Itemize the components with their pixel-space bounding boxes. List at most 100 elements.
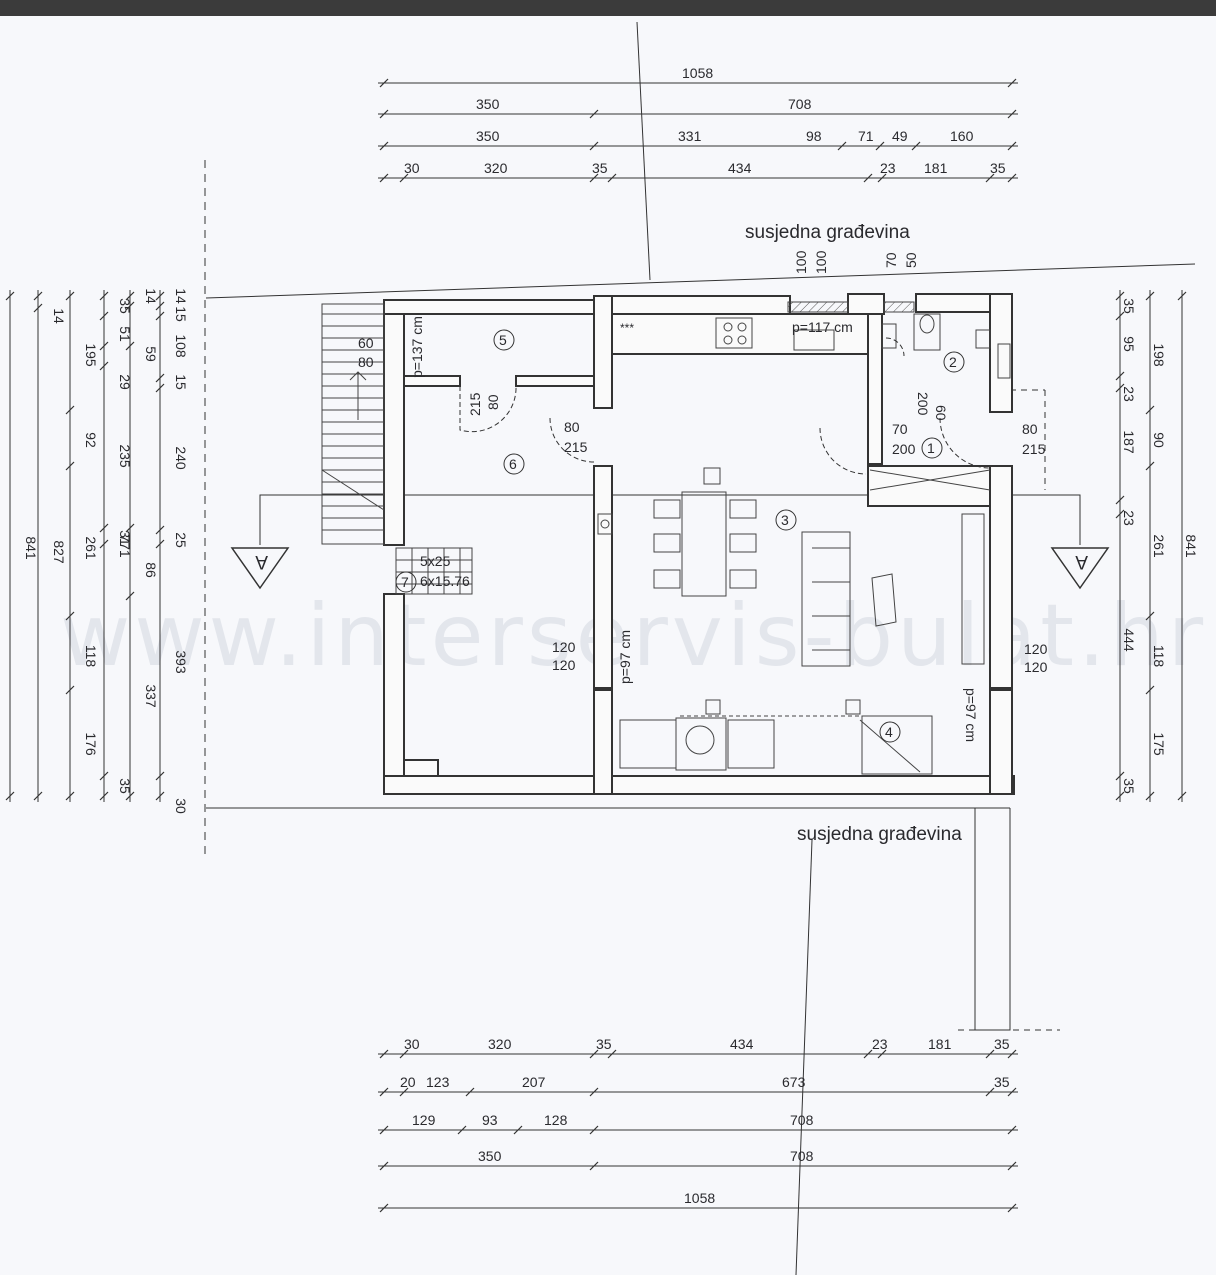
window-note-3: p=97 cm xyxy=(617,630,633,684)
dimension-label-v6-2: 23 xyxy=(1121,386,1137,402)
dimension-label-h7-0: 350 xyxy=(478,1148,502,1164)
dimension-label-v3-1: 51 xyxy=(117,326,133,342)
dimension-label-h3-3: 434 xyxy=(728,160,752,176)
dimension-label-h8-0: 1058 xyxy=(684,1190,715,1206)
dimension-label-v5-1: 15 xyxy=(173,306,189,322)
dimension-label-v5-2: 108 xyxy=(173,334,189,358)
dimension-label-h5-3: 673 xyxy=(782,1074,806,1090)
dimension-label-v2-1: 92 xyxy=(83,432,99,448)
dimension-label-v0-0: 841 xyxy=(23,536,39,560)
window-note-2: p=117 cm xyxy=(792,319,853,335)
dimension-label-v2-4: 176 xyxy=(83,732,99,756)
svg-text:5: 5 xyxy=(499,332,507,348)
svg-text:100: 100 xyxy=(793,250,809,274)
dimension-label-v3-3: 235 xyxy=(117,444,133,468)
dimension-label-h6-0: 129 xyxy=(412,1112,436,1128)
svg-text:80: 80 xyxy=(485,394,501,410)
door-swings xyxy=(459,337,991,475)
dimension-label-v4-0: 14 xyxy=(143,288,159,304)
dimension-label-h4-1: 320 xyxy=(488,1036,512,1052)
dimension-label-h2-4: 49 xyxy=(892,128,908,144)
svg-text:7: 7 xyxy=(401,574,409,590)
dimension-label-h4-2: 35 xyxy=(596,1036,612,1052)
dimension-label-h6-1: 93 xyxy=(482,1112,498,1128)
dimension-label-h5-4: 35 xyxy=(994,1074,1010,1090)
svg-text:215: 215 xyxy=(467,392,483,416)
svg-text:4: 4 xyxy=(885,724,893,740)
dimension-label-v6-0: 35 xyxy=(1121,298,1137,314)
dimension-label-h4-5: 181 xyxy=(928,1036,952,1052)
dimension-label-h6-3: 708 xyxy=(790,1112,814,1128)
dimension-label-v5-0: 14 xyxy=(173,288,189,304)
dimension-label-h4-6: 35 xyxy=(994,1036,1010,1052)
stairs xyxy=(321,303,473,595)
svg-text:1: 1 xyxy=(927,440,935,456)
svg-text:70: 70 xyxy=(883,252,899,268)
svg-text:***: *** xyxy=(620,321,634,335)
dimension-label-v3-6: 35 xyxy=(117,778,133,794)
dimension-label-v6-5: 444 xyxy=(1121,628,1137,652)
stair-note-1: 5x25 xyxy=(420,553,451,569)
dimension-label-v3-5: 771 xyxy=(117,534,133,558)
dimension-label-v8-0: 841 xyxy=(1183,534,1199,558)
svg-text:200: 200 xyxy=(892,441,916,457)
dimension-label-v4-1: 59 xyxy=(143,346,159,362)
dimension-label-h4-4: 23 xyxy=(872,1036,888,1052)
dimension-label-v2-3: 118 xyxy=(83,645,99,668)
dimension-label-h0-0: 1058 xyxy=(682,65,713,81)
label-neighbor-bottom: susjedna građevina xyxy=(797,824,962,845)
dimension-label-v5-7: 30 xyxy=(173,798,189,814)
furniture xyxy=(597,313,1011,775)
svg-text:6: 6 xyxy=(509,456,517,472)
svg-text:120: 120 xyxy=(1024,659,1048,675)
dimension-label-v7-2: 261 xyxy=(1151,534,1167,558)
dimension-label-h5-0: 20 xyxy=(400,1074,416,1090)
dimension-label-v6-4: 23 xyxy=(1121,510,1137,526)
dimension-label-v6-6: 35 xyxy=(1121,778,1137,794)
dimension-label-h1-0: 350 xyxy=(476,96,500,112)
svg-text:215: 215 xyxy=(564,439,588,455)
dimension-label-v5-5: 25 xyxy=(173,532,189,548)
dimension-label-v7-4: 175 xyxy=(1151,732,1167,756)
svg-text:A: A xyxy=(1075,551,1088,572)
svg-text:A: A xyxy=(255,551,268,572)
room-number-markers: 1 2 3 4 5 6 7 xyxy=(395,329,965,743)
dimension-label-v3-2: 29 xyxy=(117,374,133,390)
dimension-label-h4-3: 434 xyxy=(730,1036,754,1052)
dimension-label-h3-1: 320 xyxy=(484,160,508,176)
dimension-label-v5-4: 240 xyxy=(173,446,189,470)
svg-text:80: 80 xyxy=(1022,421,1038,437)
dimension-label-v4-2: 86 xyxy=(143,562,159,578)
svg-text:120: 120 xyxy=(552,657,576,673)
dimension-label-v7-0: 198 xyxy=(1151,343,1167,367)
kitchen-counter-marks: *** xyxy=(620,301,915,335)
dimension-label-v5-6: 393 xyxy=(173,650,189,674)
dimension-label-h3-0: 30 xyxy=(404,160,420,176)
dimension-label-v2-2: 261 xyxy=(83,536,99,560)
dimension-label-h4-0: 30 xyxy=(404,1036,420,1052)
svg-text:70: 70 xyxy=(892,421,908,437)
dimension-label-h2-1: 331 xyxy=(678,128,702,144)
dimension-label-v5-3: 15 xyxy=(173,374,189,390)
svg-text:200: 200 xyxy=(915,392,931,416)
svg-text:100: 100 xyxy=(813,250,829,274)
window-note-4: p=97 cm xyxy=(963,688,979,742)
section-marker-left: A xyxy=(230,547,290,590)
section-marker-right: A xyxy=(1050,547,1110,590)
dimension-label-h5-2: 207 xyxy=(522,1074,546,1090)
dimension-label-h2-5: 160 xyxy=(950,128,974,144)
dimension-label-h3-2: 35 xyxy=(592,160,608,176)
dimension-label-v2-0: 195 xyxy=(83,343,99,367)
svg-text:2: 2 xyxy=(949,354,957,370)
dimension-label-h2-0: 350 xyxy=(476,128,500,144)
dimension-label-h6-2: 128 xyxy=(544,1112,568,1128)
svg-text:3: 3 xyxy=(781,512,789,528)
scan-top-bar xyxy=(0,0,1216,16)
svg-text:120: 120 xyxy=(1024,641,1048,657)
svg-text:215: 215 xyxy=(1022,441,1046,457)
window-note-1: p=137 cm xyxy=(409,316,425,378)
stair-note-2: 6x15.76 xyxy=(420,573,470,589)
dimension-label-v1-0: 14 xyxy=(51,308,67,324)
walls xyxy=(383,293,1015,795)
